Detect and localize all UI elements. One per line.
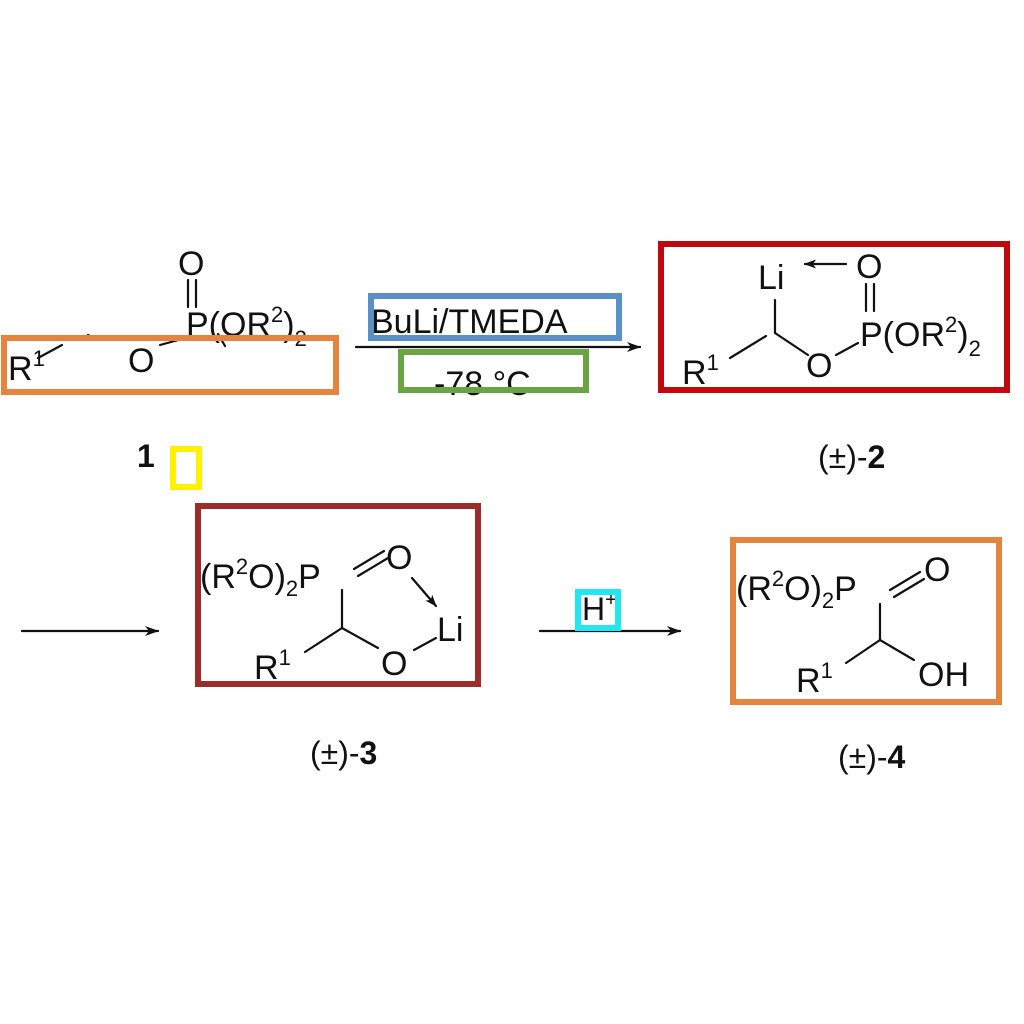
hydroxyl-label: OH <box>918 656 969 694</box>
bond-r1-c <box>36 343 64 360</box>
green-box-temperature <box>398 349 589 393</box>
p-oxo-label: O <box>386 539 412 577</box>
p-o-double-bond-4a <box>888 570 922 592</box>
bond-ch-oh <box>878 638 916 662</box>
p-oxo-label: O <box>178 245 204 283</box>
compound-2-structure: Li O R1 O P(OR2)2 <box>682 248 981 392</box>
ester-oxygen-label: O <box>128 342 154 380</box>
p-o-double-bond-3b <box>356 556 390 578</box>
compound-2-label: (±)-2 <box>818 439 885 475</box>
blue-box-reagent <box>368 293 622 341</box>
phosphonate-label: (R2O)2P <box>736 566 857 613</box>
p-o-double-bond-3a <box>352 549 386 571</box>
bond-ch-o <box>773 331 810 357</box>
phosphate-label: P(OR2)2 <box>186 302 307 351</box>
compound-1-number: 1 <box>137 438 155 474</box>
red-box-compound-2 <box>658 241 1010 393</box>
brown-box-compound-3 <box>195 503 481 687</box>
compound-1-structure: O R1 O P(OR2)2 <box>8 245 307 388</box>
cyan-box-acid <box>575 589 621 631</box>
phosphate-label: P(OR2)2 <box>860 312 981 361</box>
ester-oxygen-label: O <box>806 347 832 385</box>
r1-label: R1 <box>796 658 833 700</box>
phosphonate-label: (R2O)2P <box>200 554 321 601</box>
coordination-arrow-o-to-li <box>410 576 438 608</box>
yellow-box-marker <box>170 446 202 490</box>
bond-r1-ch <box>728 334 768 360</box>
p-oxo-label: O <box>856 248 882 286</box>
p-oxo-label: O <box>924 551 950 589</box>
bond-o-li <box>412 636 438 652</box>
r1-label: R1 <box>682 350 719 392</box>
orange-box-compound-4 <box>730 537 1002 705</box>
r1-label: R1 <box>254 645 291 687</box>
reagent-temperature: -78 °C <box>434 365 531 403</box>
orange-box-compound-1 <box>1 335 339 395</box>
lithium-label: Li <box>758 259 784 297</box>
compound-3-label: (±)-3 <box>310 735 377 771</box>
acid-proton: H+ <box>582 589 617 627</box>
bond-ch-r1 <box>303 626 344 654</box>
bond-o-p <box>834 341 860 357</box>
compound-3-structure: (R2O)2P O Li R1 O <box>200 539 463 687</box>
r1-label: R1 <box>8 346 45 388</box>
bond-ch-o <box>340 626 380 650</box>
compound-4-label: (±)-4 <box>838 739 906 775</box>
p-o-double-bond-4b <box>892 577 926 599</box>
reagent-base: BuLi/TMEDA <box>371 303 568 341</box>
alkoxide-oxygen-label: O <box>381 645 407 683</box>
bond-ch-r1 <box>844 638 882 665</box>
compound-4-structure: (R2O)2P O R1 OH <box>736 551 969 700</box>
lithium-label: Li <box>437 611 463 649</box>
